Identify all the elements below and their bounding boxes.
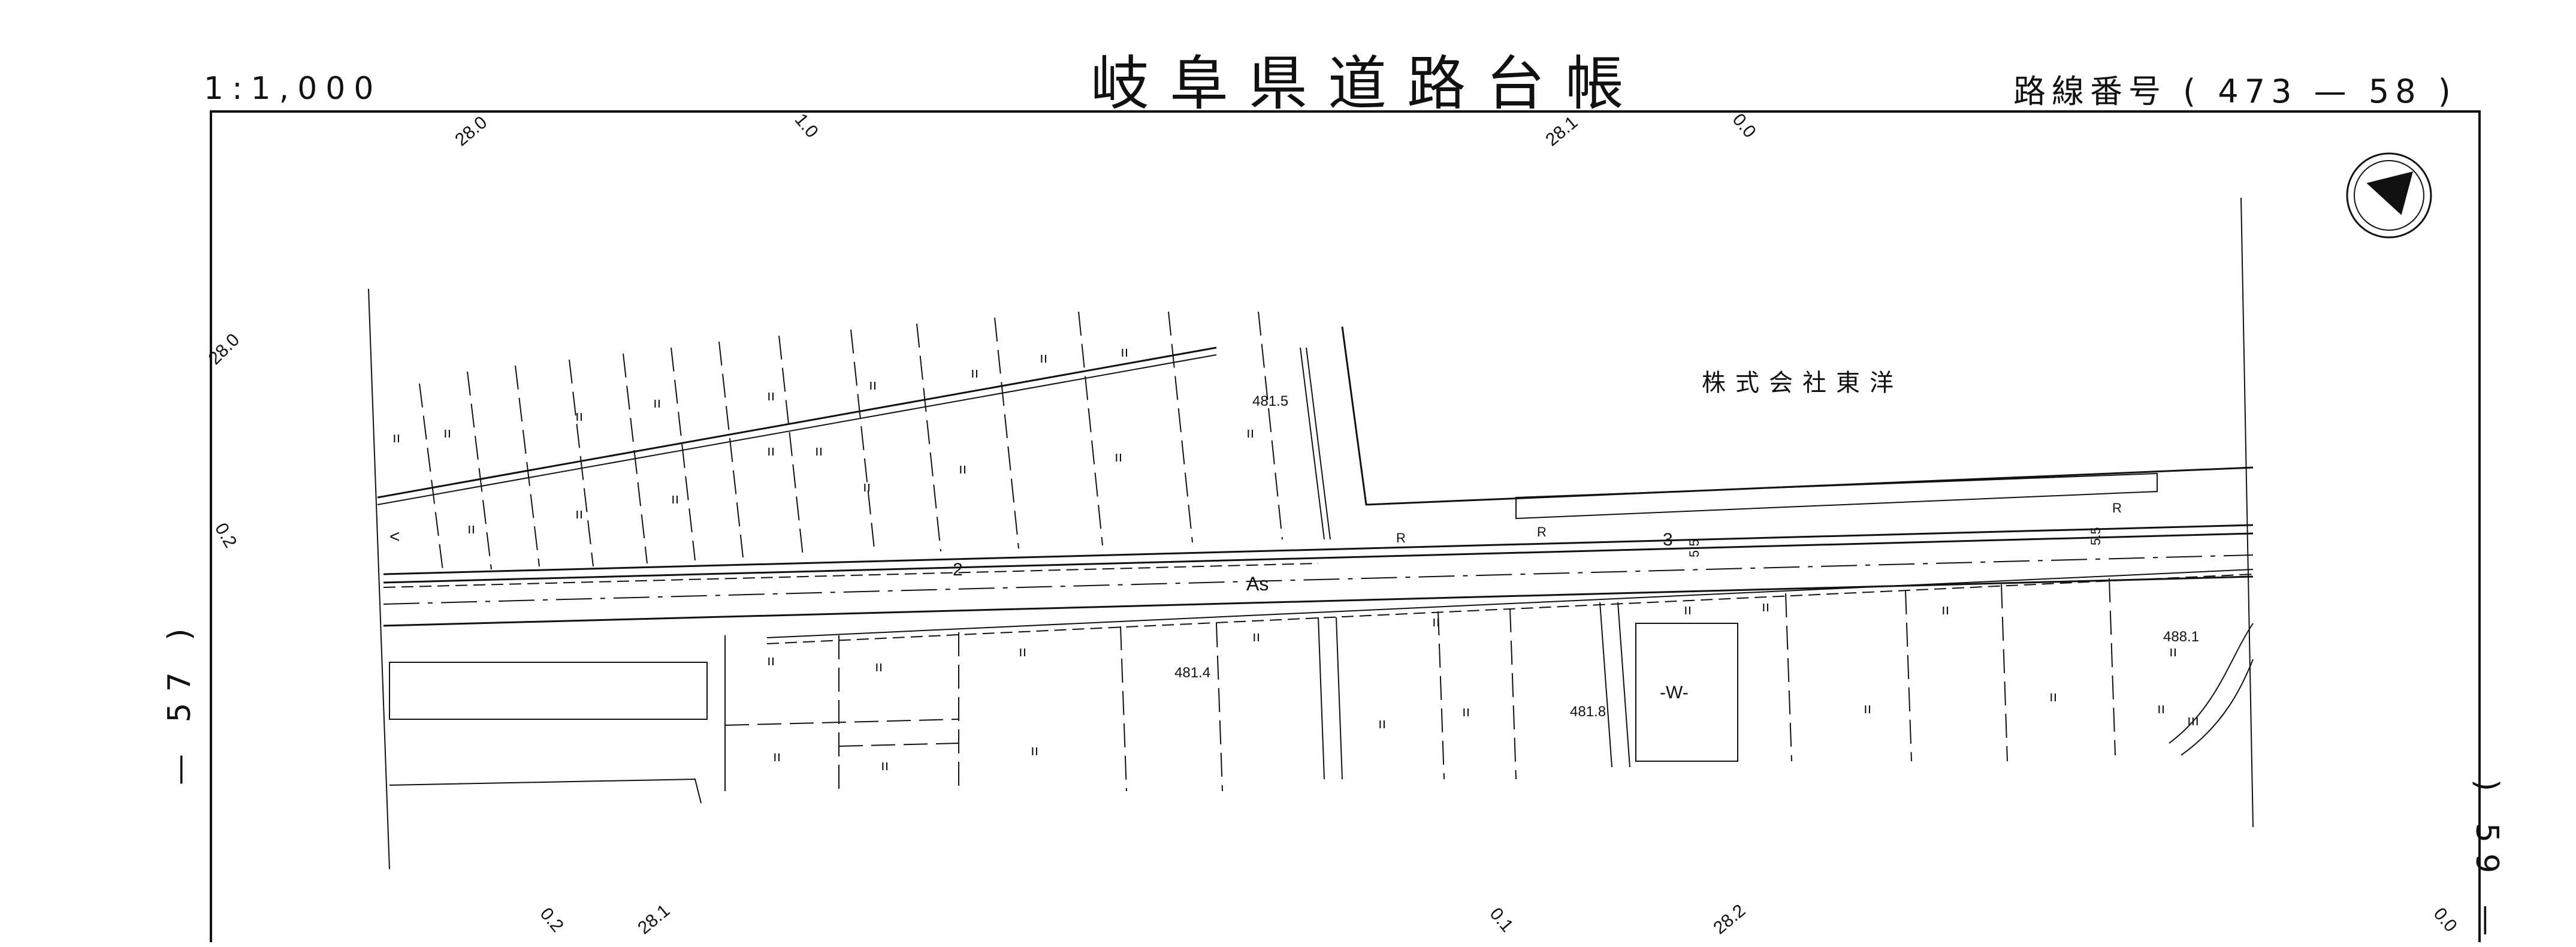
road-edge-north-3 xyxy=(383,563,1319,588)
crop-mark: ıı xyxy=(575,506,583,522)
road xyxy=(383,524,2254,644)
misc-mark: < xyxy=(389,527,400,547)
crop-mark: ıı xyxy=(1432,614,1440,630)
crop-mark: ıı xyxy=(2169,644,2177,660)
chainage-label: 28.1 xyxy=(634,901,674,939)
crop-mark: ıı xyxy=(1252,629,1260,645)
width-mark: 5.5 xyxy=(1687,539,1702,557)
road-edge-north xyxy=(383,524,2254,575)
chainage-label: 1.0 xyxy=(791,110,822,141)
chainage-label: 0.1 xyxy=(1486,904,1517,936)
curve-mark: R xyxy=(1396,530,1406,545)
crop-mark: ıı xyxy=(767,443,775,459)
chainage-label: 28.0 xyxy=(451,113,491,150)
pavement-label: As xyxy=(1246,573,1269,595)
crop-mark: ıı xyxy=(1246,425,1254,441)
company-block xyxy=(1341,197,2254,828)
crop-mark: ıı xyxy=(653,395,661,411)
crop-mark: ıı xyxy=(773,749,781,765)
crop-mark: ıı xyxy=(1115,449,1122,465)
route-label: 路線番号 xyxy=(2013,73,2167,110)
parcel-lines-north xyxy=(368,288,1331,870)
crop-mark: ıı xyxy=(2157,701,2165,717)
water-label: -W- xyxy=(1660,683,1689,702)
road-edge-north-2 xyxy=(383,532,2254,584)
crop-mark: ıı xyxy=(467,521,475,537)
elevation-label: 481.5 xyxy=(1252,393,1288,409)
crop-mark: ıı xyxy=(875,659,883,675)
crop-mark: ıı xyxy=(575,408,583,424)
crop-mark: ıı xyxy=(1031,743,1038,759)
crop-mark: ıı xyxy=(863,479,871,495)
route-sheet: 58 xyxy=(2368,73,2422,110)
crop-mark: ıı xyxy=(869,377,877,393)
route-close-paren: ) xyxy=(2438,73,2457,110)
map-frame xyxy=(210,110,2481,942)
chainage-label: 0.2 xyxy=(211,520,240,551)
road-edge-south xyxy=(383,575,2254,627)
crop-mark: ıı xyxy=(1019,644,1026,660)
crop-mark: ıı xyxy=(1864,701,1871,717)
crop-mark: ıı xyxy=(767,653,775,669)
chainage-label: 0.0 xyxy=(1729,110,1760,141)
route-dash: — xyxy=(2314,73,2352,110)
crop-mark: ıı xyxy=(1684,602,1692,618)
crop-mark: ıı xyxy=(1040,350,1047,366)
road-edge-south-2 xyxy=(766,569,2254,638)
crop-mark: ıı xyxy=(443,425,451,441)
crop-mark: ıı xyxy=(671,491,679,507)
curve-mark: R xyxy=(2112,500,2122,515)
orchard-mark: ııı xyxy=(2187,713,2199,729)
elevation-label: 481.4 xyxy=(1174,665,1210,681)
elevation-label: 488.1 xyxy=(2163,629,2199,645)
crop-mark: ıı xyxy=(767,388,775,404)
parcel-lines-south xyxy=(389,578,2254,804)
elevation-label: 481.8 xyxy=(1570,704,1606,720)
map-labels: 株式会社東洋 As -W- 2 3 5.5 5.5 R R R 481.5 48… xyxy=(205,110,2461,938)
crop-mark: ıı xyxy=(959,461,967,477)
crop-mark: ıı xyxy=(1121,344,1128,360)
crop-mark: ıı xyxy=(815,443,823,459)
company-label: 株式会社東洋 xyxy=(1702,370,1903,396)
crop-mark: ıı xyxy=(1762,599,1769,615)
crop-mark: ıı xyxy=(392,430,400,446)
crop-mark: ıı xyxy=(1462,704,1470,720)
curve-mark: R xyxy=(1537,524,1547,539)
section-mark: 3 xyxy=(1663,530,1673,550)
road-centerline xyxy=(383,554,2254,605)
route-number-label: 路線番号 ( 473 — 58 ) xyxy=(2013,65,2457,112)
map-scale: 1:1,000 xyxy=(204,71,382,107)
route-number: 473 xyxy=(2218,73,2298,110)
chainage-label: 28.2 xyxy=(1710,901,1749,939)
map-title: 岐阜県道路台帳 xyxy=(1091,50,1645,118)
crop-mark: ıı xyxy=(1941,602,1949,618)
route-open-paren: ( xyxy=(2183,73,2202,110)
chainage-label: 28.1 xyxy=(1542,113,1581,150)
chainage-label: 0.0 xyxy=(2430,904,2461,936)
crop-mark: ıı xyxy=(2049,689,2057,705)
crop-mark: ıı xyxy=(1378,716,1386,732)
north-arrow-icon xyxy=(2346,152,2432,239)
crop-mark: ıı xyxy=(971,365,979,381)
crop-mark: ıı xyxy=(881,758,889,774)
chainage-label: 0.2 xyxy=(536,904,567,936)
width-mark: 5.5 xyxy=(2088,527,2103,545)
section-mark: 2 xyxy=(953,560,963,580)
